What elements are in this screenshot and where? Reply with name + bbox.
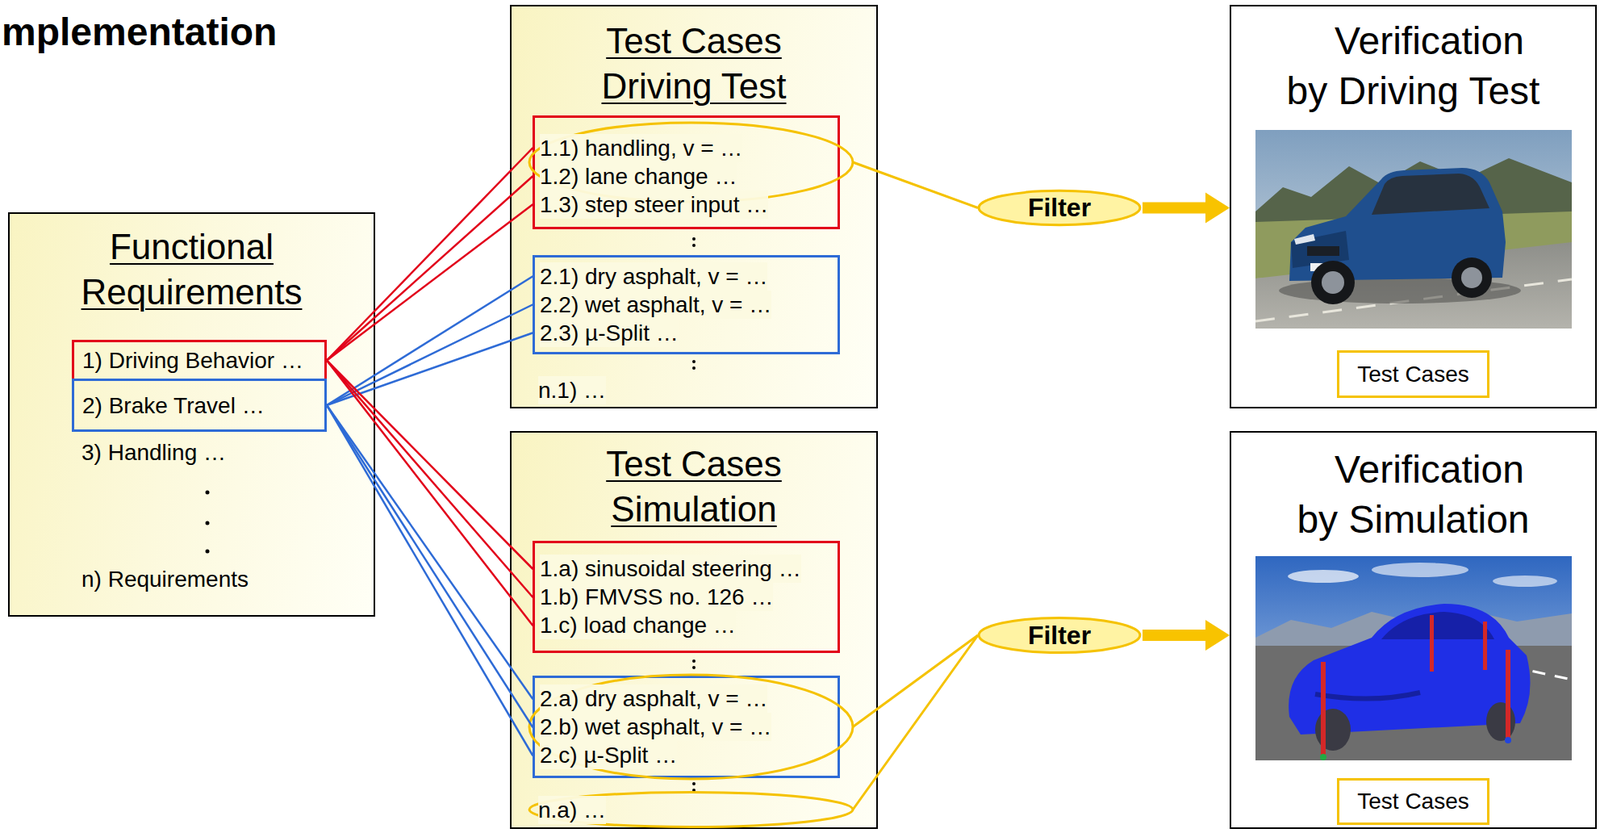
filter-ellipse: Filter <box>976 188 1143 227</box>
list-item: n) Requirements <box>81 564 249 594</box>
test-case-text: 2.1) dry asphalt, v = … <box>539 262 768 291</box>
text-holder: n.1) … <box>538 375 606 405</box>
test-case-group: 1.a) sinusoidal steering …1.b) FMVSS no.… <box>532 540 840 653</box>
requirements-panel: 1) Driving Behavior … 2) Brake Travel … Fu… <box>8 212 376 617</box>
text-holder: n.a) … <box>538 795 606 824</box>
page-title: mplementation <box>1 11 277 55</box>
verification-panel: Test Cases Verification by Simulation <box>1229 430 1597 829</box>
filter-ellipse: Filter <box>976 615 1143 655</box>
requirement-row: 2) Brake Travel … <box>71 378 327 432</box>
panel-heading: Test Cases Driving Test <box>580 18 807 109</box>
test-case-text: 2.c) µ-Split … <box>539 740 677 769</box>
driving-test-photo <box>1255 129 1572 329</box>
test-cases-text: Test Cases <box>1357 361 1470 388</box>
text-holder: n) Requirements <box>81 564 249 594</box>
title-holder: mplementation <box>1 11 277 55</box>
test-case-group: 2.1) dry asphalt, v = …2.2) wet asphalt,… <box>532 254 840 355</box>
test-case-text: 2.a) dry asphalt, v = … <box>539 684 768 713</box>
test-case-text: 1.3) step steer input … <box>539 190 769 219</box>
verification-panel: Test Cases Verification by Driving Test <box>1229 4 1597 409</box>
test-cases-box: Test Cases <box>1336 777 1490 825</box>
test-case-text: 1.2) lane change … <box>539 162 737 191</box>
flow-arrow <box>1142 192 1230 224</box>
panel-heading: Functional Requirements <box>71 224 314 315</box>
test-case-panel: 1.1) handling, v = …1.2) lane change …1.… <box>509 4 878 409</box>
filter-text: Filter <box>1027 192 1091 223</box>
test-case-text: 2.2) wet asphalt, v = … <box>539 290 772 319</box>
requirement-text: 2) Brake Travel … <box>82 391 265 420</box>
flow-arrow <box>1142 619 1230 651</box>
test-cases-text: Test Cases <box>1357 788 1470 815</box>
panel-heading: Test Cases Simulation <box>580 441 807 532</box>
requirement-row: 1) Driving Behavior … <box>71 339 327 381</box>
list-item: 3) Handling … <box>81 438 226 467</box>
panel-heading: Verification by Driving Test <box>1280 16 1547 117</box>
list-item: n.a) … <box>538 795 606 824</box>
test-case-text: 2.3) µ-Split … <box>539 318 679 347</box>
test-case-group: 2.a) dry asphalt, v = …2.b) wet asphalt,… <box>532 675 840 778</box>
test-case-panel: 1.a) sinusoidal steering …1.b) FMVSS no.… <box>509 430 878 829</box>
list-item: n.1) … <box>538 375 606 405</box>
test-case-group: 1.1) handling, v = …1.2) lane change …1.… <box>532 115 840 230</box>
panel-heading: Verification by Simulation <box>1280 444 1547 545</box>
test-case-text: 1.1) handling, v = … <box>539 133 743 163</box>
requirement-text: 1) Driving Behavior … <box>82 346 304 375</box>
test-cases-box: Test Cases <box>1336 350 1490 398</box>
filter-text: Filter <box>1027 620 1091 651</box>
test-case-text: 1.a) sinusoidal steering … <box>539 554 802 583</box>
test-case-text: 2.b) wet asphalt, v = … <box>539 712 772 741</box>
text-holder: 3) Handling … <box>81 438 226 467</box>
test-case-text: 1.c) load change … <box>539 610 736 640</box>
simulation-render <box>1255 555 1572 761</box>
test-case-text: 1.b) FMVSS no. 126 … <box>539 582 773 611</box>
